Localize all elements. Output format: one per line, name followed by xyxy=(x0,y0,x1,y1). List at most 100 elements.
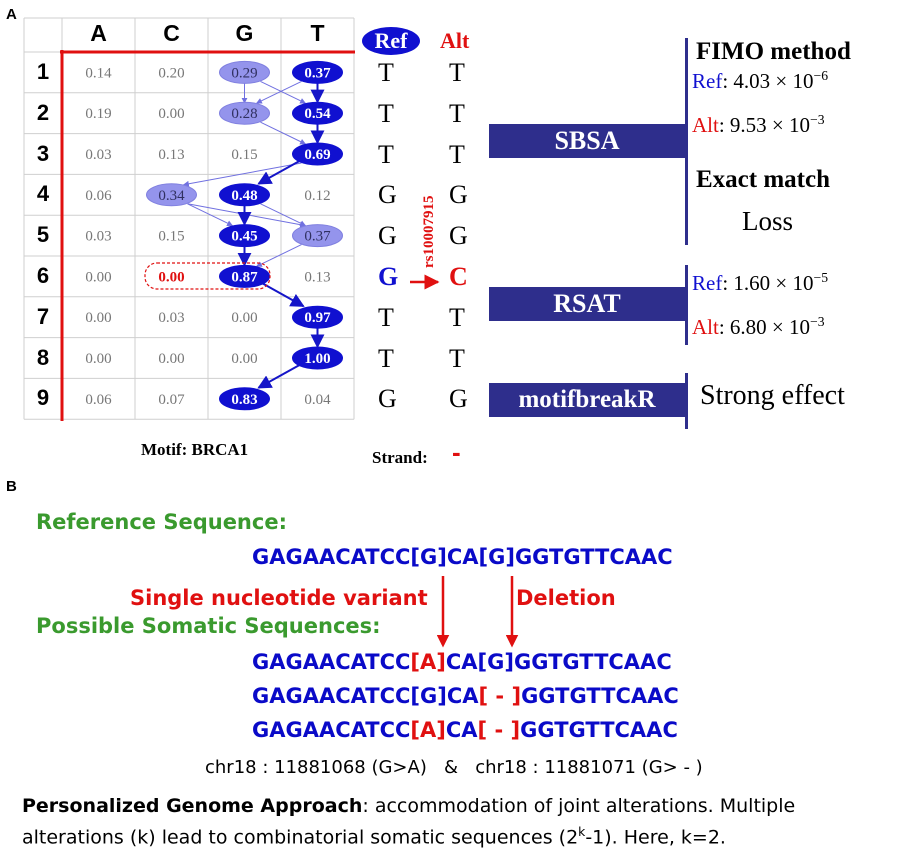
matrix-cell: 0.00 xyxy=(85,310,111,326)
alt-base: T xyxy=(449,58,465,87)
ref-base: G xyxy=(378,221,397,251)
matrix-cell: 0.20 xyxy=(158,65,184,81)
matrix-cell: 1.00 xyxy=(292,346,343,370)
fimo-ref-exp: −6 xyxy=(813,68,829,83)
matrix-cell-value: 0.04 xyxy=(304,392,331,408)
matrix-cell-value: 0.00 xyxy=(158,106,184,122)
genomic-coordinates: chr18 : 11881068 (G>A) & chr18 : 1188107… xyxy=(205,757,703,778)
strand-value: - xyxy=(452,437,461,467)
matrix-cell: 0.87 xyxy=(219,264,270,288)
matrix-cell-value: 0.13 xyxy=(304,269,330,285)
matrix-cell-value: 0.00 xyxy=(85,269,111,285)
variant-cell-highlight xyxy=(144,262,271,290)
matrix-cell: 0.28 xyxy=(219,101,270,125)
matrix-cell-value: 0.37 xyxy=(304,65,331,81)
matrix-cell-value: 0.87 xyxy=(231,269,258,285)
matrix-cell: 0.12 xyxy=(304,188,330,204)
matrix-cell-value: 0.12 xyxy=(304,188,330,204)
motif-label: Motif: BRCA1 xyxy=(141,440,249,459)
exact-match-title: Exact match xyxy=(696,166,830,193)
rsat-alt-label: Alt xyxy=(692,315,719,339)
column-header-a: A xyxy=(90,20,107,46)
seq3-deletion: [ - ] xyxy=(477,718,521,742)
sbsa-label: SBSA xyxy=(554,126,620,155)
matrix-cell: 0.29 xyxy=(219,60,270,84)
reference-sequence: GAGAACATCC[G]CA[G]GGTGTTCAAC xyxy=(252,545,673,569)
matrix-cell-value: 0.69 xyxy=(304,147,330,163)
strand-label: Strand: xyxy=(372,448,428,467)
matrix-cell: 0.00 xyxy=(85,269,111,285)
matrix-cell-value: 0.13 xyxy=(158,147,184,163)
fimo-alt-value: : 9.53 × 10 xyxy=(718,113,811,137)
matrix-cell: 0.00 xyxy=(158,351,184,367)
matrix-cell: 0.03 xyxy=(85,147,111,163)
approach-exponent: k xyxy=(578,825,586,839)
approach-description: Personalized Genome Approach: accommodat… xyxy=(22,793,892,850)
fimo-ref-result: Ref: 4.03 × 10−6 xyxy=(692,68,828,94)
matrix-cell: 0.15 xyxy=(158,229,184,245)
seq2-prefix: GAGAACATCC[G]CA xyxy=(252,684,479,708)
matrix-cell-value: 0.97 xyxy=(304,310,331,326)
ref-base: T xyxy=(378,58,394,87)
approach-title: Personalized Genome Approach xyxy=(22,795,363,817)
matrix-cell-value: 0.00 xyxy=(158,351,184,367)
rsat-ref-label: Ref xyxy=(692,271,723,295)
ref-base: T xyxy=(378,139,394,169)
row-number: 7 xyxy=(36,303,50,329)
ref-base: T xyxy=(378,302,394,332)
matrix-cell: 0.14 xyxy=(85,65,112,81)
matrix-cell: 0.00 xyxy=(231,310,257,326)
matrix-cell-value: 0.07 xyxy=(158,392,185,408)
motifbreakr-tool-bar: motifbreakR xyxy=(489,383,685,417)
alt-base: G xyxy=(449,180,468,210)
matrix-cell-value: 0.14 xyxy=(85,65,112,81)
seq3-prefix: GAGAACATCC xyxy=(252,718,411,742)
motifbreakr-result: Strong effect xyxy=(700,380,845,411)
seq3-middle: CA xyxy=(445,718,478,742)
matrix-cell-value: 0.48 xyxy=(231,188,257,204)
seq3-suffix: GGTGTTCAAC xyxy=(520,718,678,742)
sbsa-tool-bar: SBSA xyxy=(489,124,685,158)
fimo-alt-label: Alt xyxy=(692,113,719,137)
matrix-cell-value: 0.28 xyxy=(231,106,257,122)
matrix-cell-value: 0.00 xyxy=(85,310,111,326)
row-number: 6 xyxy=(36,263,50,288)
seq1-prefix: GAGAACATCC xyxy=(252,650,411,674)
matrix-cell-value: 0.00 xyxy=(231,310,257,326)
matrix-cell: 0.13 xyxy=(158,147,184,163)
matrix-cell-value: 0.00 xyxy=(231,351,257,367)
matrix-cell-value: 0.20 xyxy=(158,65,184,81)
matrix-cell: 0.06 xyxy=(85,188,112,204)
fimo-alt-result: Alt: 9.53 × 10−3 xyxy=(692,112,825,138)
matrix-cell-value: 0.34 xyxy=(158,188,185,204)
seq3-variant: [A] xyxy=(410,718,446,742)
rsat-alt-result: Alt: 6.80 × 10−3 xyxy=(692,314,825,340)
grid-lines xyxy=(23,17,355,420)
alt-base: C xyxy=(449,262,468,291)
sbsa-bracket xyxy=(685,38,688,245)
rsat-tool-bar: RSAT xyxy=(489,287,685,321)
matrix-cell: 0.03 xyxy=(158,310,184,326)
rsat-label: RSAT xyxy=(553,289,621,318)
matrix-cell: 0.13 xyxy=(304,269,330,285)
panel-a-label: A xyxy=(6,6,17,23)
row-number: 5 xyxy=(36,222,50,248)
row-number: 4 xyxy=(36,181,50,207)
alt-base: G xyxy=(449,384,468,414)
matrix-cell: 0.19 xyxy=(85,106,111,122)
matrix-cell-value: 0.03 xyxy=(85,229,111,245)
seq1-variant: [A] xyxy=(410,650,446,674)
matrix-cell: 0.15 xyxy=(231,147,257,163)
ref-header-badge: Ref xyxy=(362,27,420,55)
seq1-suffix: CA[G]GGTGTTCAAC xyxy=(445,650,672,674)
matrix-cell: 0.04 xyxy=(304,392,331,408)
matrix-cell-value: 0.37 xyxy=(304,229,331,245)
matrix-cell: 0.48 xyxy=(219,183,270,207)
row-number: 2 xyxy=(36,99,50,125)
fimo-ref-value: : 4.03 × 10 xyxy=(722,69,814,93)
motifbreakr-bracket xyxy=(685,373,688,429)
ref-base: G xyxy=(378,262,399,291)
matrix-cell: 0.00 xyxy=(85,351,111,367)
